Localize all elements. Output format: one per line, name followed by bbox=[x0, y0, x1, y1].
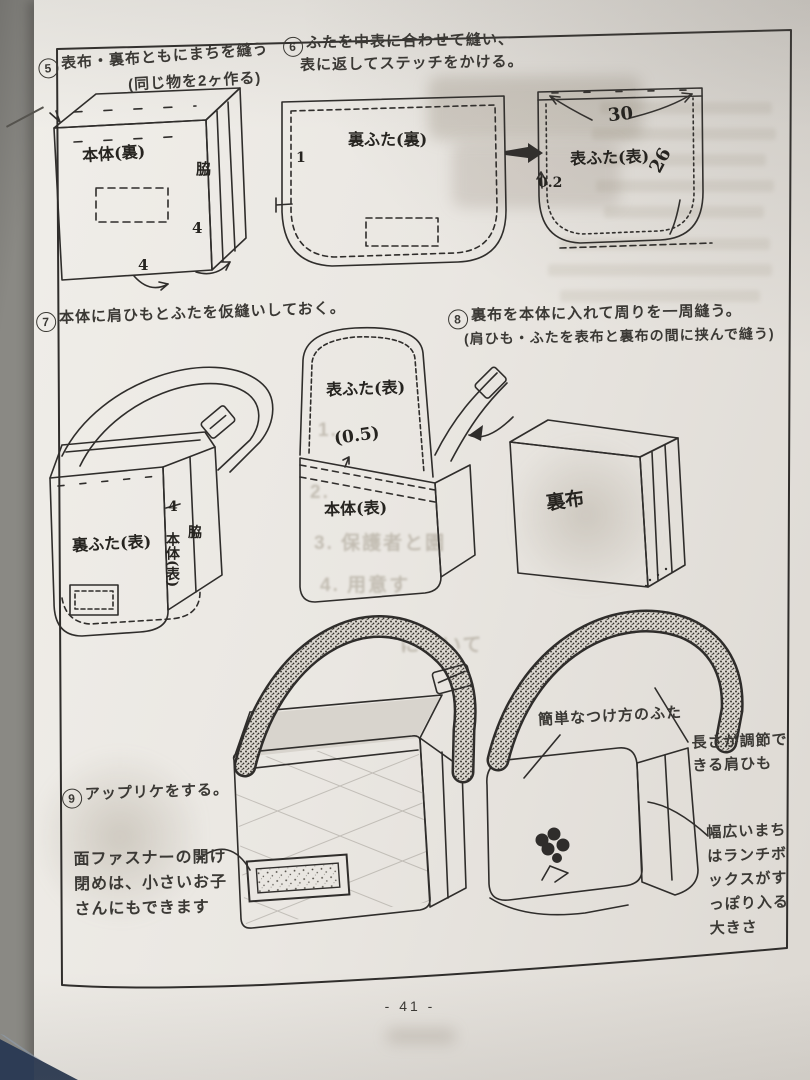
note-gusset-line1: 幅広いまち bbox=[706, 821, 787, 842]
label-lining-fabric: 裏布 bbox=[544, 487, 586, 515]
bleed-through-text-bar bbox=[600, 102, 772, 114]
bleed-through-text: 3. 保護者と園 bbox=[314, 533, 447, 554]
label-body-front: 本体(表) bbox=[164, 532, 180, 588]
label-outer-flap: 表ふた(表) bbox=[569, 146, 650, 169]
note-strap-line1: 長さが調節で bbox=[691, 731, 788, 752]
dim-4-b: 4 bbox=[192, 219, 203, 237]
note-velcro: 面ファスナーの開け 閉めは、小さいお子 さんにもできます bbox=[73, 845, 227, 923]
bleed-through-cartoon bbox=[40, 742, 200, 932]
dim-0-2: 0.2 bbox=[538, 175, 563, 191]
note-gusset-line2: はランチボ bbox=[706, 845, 788, 866]
note-strap: 長さが調節で きる肩ひも bbox=[691, 728, 789, 777]
note-velcro-line1: 面ファスナーの開け bbox=[73, 848, 227, 869]
step6-title-line2: 表に返してステッチをかける。 bbox=[299, 53, 524, 74]
book-page bbox=[34, 0, 810, 1080]
note-gusset-line5: 大きさ bbox=[709, 918, 758, 938]
step7-diagram-bag-basted bbox=[49, 366, 274, 637]
step9-number: 9 bbox=[61, 788, 83, 809]
step7-number: 7 bbox=[35, 311, 57, 333]
clover-applique bbox=[535, 827, 570, 863]
dim-30: 30 bbox=[606, 102, 635, 127]
step6-diagram-outer-flap bbox=[536, 87, 713, 249]
bleed-through-text-bar bbox=[548, 264, 772, 276]
bleed-through-text-bar bbox=[596, 180, 774, 192]
bleed-through-text: 4. 用意す bbox=[320, 575, 411, 596]
finished-bags-illustration bbox=[199, 609, 744, 929]
bleed-through-cartoon bbox=[516, 430, 656, 600]
step8-diagram-bag-flap-up bbox=[299, 326, 514, 603]
step6-arrow-right bbox=[505, 143, 543, 163]
step5-number: 5 bbox=[37, 57, 60, 80]
label-side-gusset-2: 脇 bbox=[188, 525, 202, 541]
note-strap-line2: きる肩ひも bbox=[692, 754, 773, 775]
step5-diagram-bag-body bbox=[49, 87, 247, 291]
page-number: - 41 - bbox=[384, 998, 436, 1014]
note-velcro-line2: 閉めは、小さいお子 bbox=[73, 873, 228, 894]
bleed-through-text-bar bbox=[600, 154, 766, 166]
bleed-through-title-blob bbox=[428, 76, 642, 140]
bleed-through-text-bar bbox=[604, 206, 764, 218]
label-side-gusset: 脇 bbox=[196, 160, 212, 178]
dim-4-c: 4 bbox=[168, 499, 178, 515]
bleed-through-text: 2. bbox=[310, 482, 330, 503]
label-lining-flap: 裏ふた(裏) bbox=[348, 130, 428, 149]
step8-diagram-lining-box bbox=[509, 419, 686, 588]
bleed-through-text: 1. bbox=[318, 420, 338, 441]
label-outer-flap-2: 表ふた(表) bbox=[325, 377, 406, 400]
bleed-through-smudge bbox=[386, 1028, 456, 1044]
step6-diagram-lining-flap bbox=[275, 95, 507, 267]
step8-number: 8 bbox=[447, 309, 469, 330]
note-velcro-line3: さんにもできます bbox=[74, 898, 210, 919]
dim-4-a: 4 bbox=[138, 256, 149, 274]
dim-1: 1 bbox=[296, 150, 306, 166]
note-gusset: 幅広いまち はランチボ ックスがす っぽり入る 大きさ bbox=[706, 819, 790, 942]
note-gusset-line3: ックスがす bbox=[707, 869, 788, 890]
bleed-through-text-bar bbox=[560, 290, 760, 302]
label-lining-flap-right-side-out: 裏ふた(表) bbox=[71, 531, 152, 556]
note-gusset-line4: っぽり入る bbox=[708, 893, 790, 914]
bleed-through-text-bar bbox=[592, 128, 776, 140]
label-body-back: 本体(裏) bbox=[81, 141, 146, 166]
label-body-front-2: 本体(表) bbox=[323, 497, 388, 520]
